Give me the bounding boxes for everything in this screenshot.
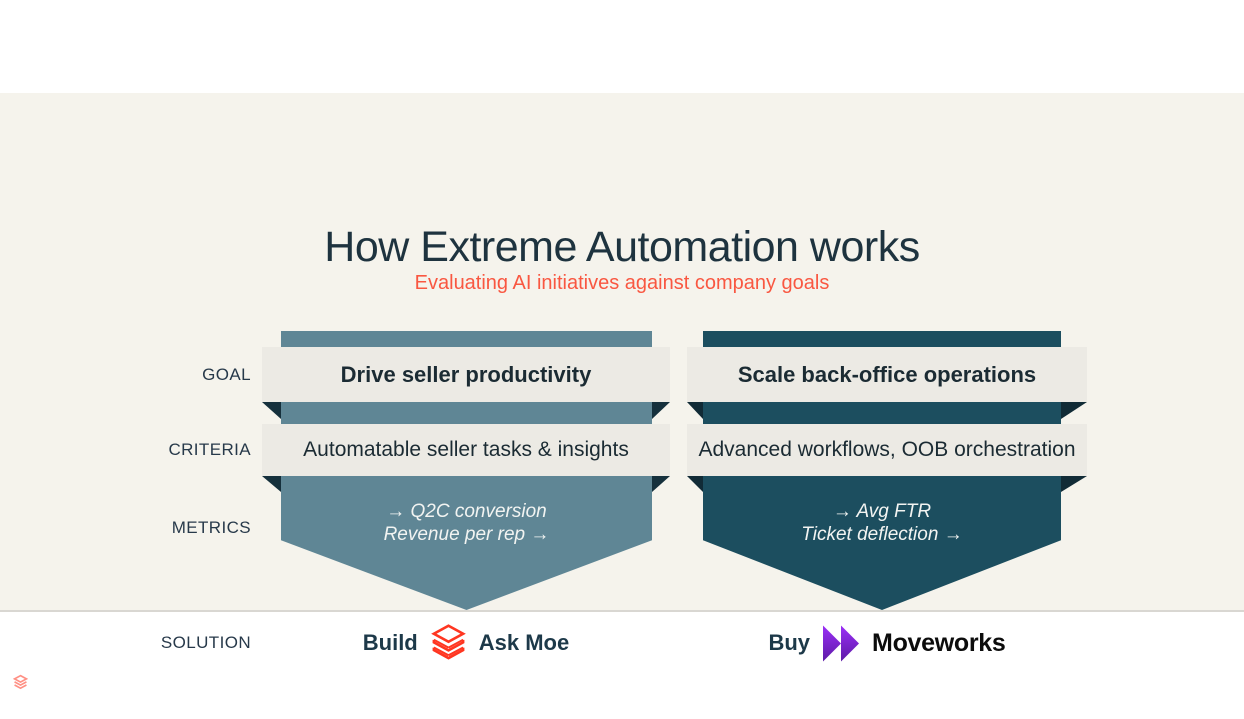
ribbon-fold <box>652 402 670 419</box>
left-criteria-bar: Automatable seller tasks & insights <box>262 424 670 476</box>
left-goal-text: Drive seller productivity <box>340 361 592 387</box>
row-label-solution: SOLUTION <box>160 633 251 652</box>
ribbon-fold <box>687 402 703 419</box>
right-metrics-line2: Ticket deflection → <box>801 524 963 545</box>
right-solution: Buy Moveworks <box>687 621 1087 665</box>
ribbon-fold <box>262 476 281 492</box>
left-goal-bar: Drive seller productivity <box>262 347 670 402</box>
right-criteria-text: Advanced workflows, OOB orchestration <box>698 438 1076 461</box>
ribbon-fold <box>652 476 670 492</box>
right-goal-text: Scale back-office operations <box>737 361 1037 387</box>
left-metrics-line2: Revenue per rep → <box>383 524 550 545</box>
row-label-metrics: METRICS <box>171 518 251 537</box>
row-label-goal: GOAL <box>202 365 251 384</box>
left-criteria-text: Automatable seller tasks & insights <box>303 438 629 461</box>
right-criteria-bar: Advanced workflows, OOB orchestration <box>687 424 1087 476</box>
right-goal-bar: Scale back-office operations <box>687 347 1087 402</box>
slide-subtitle: Evaluating AI initiatives against compan… <box>414 272 830 294</box>
right-metrics: → Avg FTR Ticket deflection → <box>703 500 1061 546</box>
right-solution-name: Moveworks <box>872 628 1006 657</box>
databricks-logo-icon <box>430 623 467 663</box>
row-label-criteria: CRITERIA <box>168 440 251 459</box>
databricks-logo-icon <box>12 674 29 696</box>
left-metrics: → Q2C conversion Revenue per rep → <box>281 500 652 546</box>
ribbon-fold <box>687 476 703 492</box>
slide-title: How Extreme Automation works <box>324 223 920 271</box>
ribbon-fold <box>1061 476 1087 492</box>
ribbon-fold <box>1061 402 1087 419</box>
right-metrics-line1: → Avg FTR <box>832 501 932 522</box>
right-solution-verb: Buy <box>768 630 811 655</box>
left-solution: Build Ask Moe <box>262 621 670 665</box>
ribbon-fold <box>262 402 281 419</box>
slide-canvas: How Extreme Automation works Evaluating … <box>0 93 1244 690</box>
moveworks-logo-icon <box>822 625 860 662</box>
left-solution-name: Ask Moe <box>478 630 570 655</box>
left-metrics-line1: → Q2C conversion <box>386 501 547 522</box>
left-solution-verb: Build <box>362 630 418 655</box>
